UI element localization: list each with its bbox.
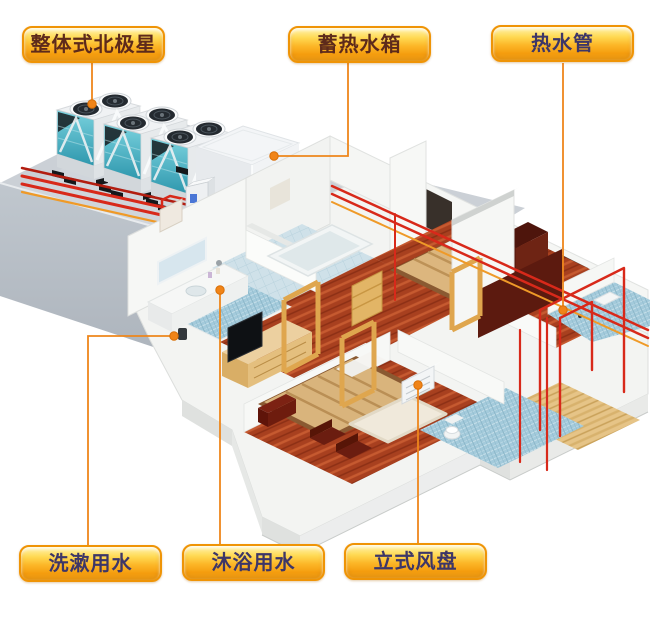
light-wood-floor (498, 382, 640, 450)
callout-label-bathing-water: 沐浴用水 (182, 544, 325, 581)
mirror (157, 236, 207, 286)
callout-dot (269, 151, 279, 161)
callout-line (278, 63, 349, 157)
door-frames (281, 255, 483, 409)
apartment (127, 135, 650, 555)
callout-label-washing-water: 洗漱用水 (19, 545, 162, 582)
bottom-bathroom-floor (420, 388, 584, 468)
rug (348, 394, 448, 444)
callout-dot (169, 331, 179, 341)
accent-wall-maroon (478, 249, 562, 338)
callout-dot (87, 99, 97, 109)
armchairs (258, 394, 372, 459)
callout-dot (215, 285, 225, 295)
callout-dot (558, 305, 568, 315)
wood-shelf (351, 270, 383, 327)
callout-label-heat-pump: 整体式北极星 (22, 26, 165, 63)
bathtub (266, 224, 374, 277)
callout-lines (87, 63, 564, 545)
toilet (443, 414, 464, 440)
callout-label-hot-water-pipe: 热水管 (491, 25, 634, 62)
callout-dots (87, 99, 568, 390)
callout-label-storage-tank: 蓄热水箱 (288, 26, 431, 63)
callout-dot (413, 380, 423, 390)
callout-label-fan-coil: 立式风盘 (344, 543, 487, 580)
tv-screen (227, 311, 263, 363)
callout-line (87, 335, 170, 545)
vanity-basin (146, 263, 250, 340)
hot-water-pipes (330, 184, 650, 472)
